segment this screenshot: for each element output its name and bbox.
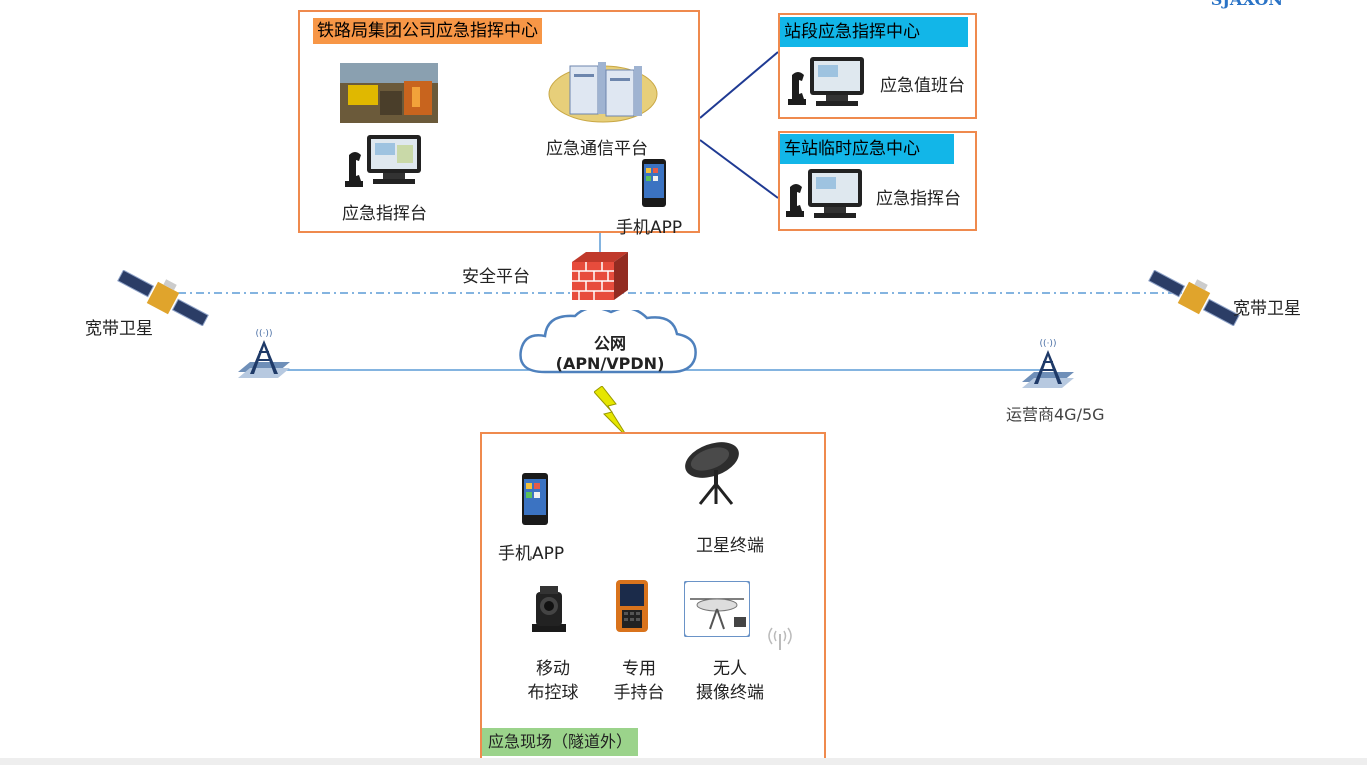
satellite-icon	[1148, 270, 1240, 326]
wireless-signal-icon	[768, 627, 792, 650]
drone-camera-icon	[684, 581, 750, 637]
station-temp-title: 车站临时应急中心	[780, 134, 954, 164]
mobile-phone-icon	[642, 159, 666, 207]
wireless-link-icon	[594, 386, 628, 438]
cell-tower-icon: ((·))	[1022, 339, 1074, 388]
svg-text:((·)): ((·))	[1040, 339, 1057, 349]
satellite-icon	[117, 270, 209, 326]
rescue-photo	[340, 63, 438, 123]
server-icon	[548, 62, 658, 123]
satellite-dish-icon	[685, 442, 739, 505]
cell-tower-icon: ((·))	[238, 329, 290, 378]
handheld-terminal-icon	[616, 580, 648, 632]
cloud-label-line1: 公网	[593, 334, 626, 353]
station-section-console-label: 应急值班台	[880, 76, 965, 96]
device-label: 无人 摄像终端	[680, 657, 780, 705]
satellite-right-label: 宽带卫星	[1233, 299, 1301, 319]
bureau-console-label: 应急指挥台	[342, 204, 427, 224]
console-terminal-icon	[786, 169, 862, 218]
security-platform-label: 安全平台	[462, 267, 530, 287]
brand-logo: SJAXON	[1211, 0, 1283, 9]
firewall-icon	[572, 252, 628, 300]
field-app-label: 手机APP	[498, 544, 565, 564]
sat-terminal-label: 卫星终端	[696, 536, 764, 556]
device-label: 移动 布控球	[518, 657, 588, 705]
ptz-camera-icon	[532, 586, 566, 632]
device-line2: 摄像终端	[696, 683, 764, 703]
device-line1: 专用	[622, 659, 656, 679]
cloud-label-line2: (APN/VPDN)	[555, 354, 665, 373]
platform-label: 应急通信平台	[546, 139, 648, 159]
bureau-title: 铁路局集团公司应急指挥中心	[313, 18, 542, 44]
operator-label: 运营商4G/5G	[1006, 405, 1105, 424]
field-title: 应急现场（隧道外）	[482, 728, 639, 756]
mobile-phone-icon	[522, 473, 548, 525]
device-line1: 移动	[536, 659, 570, 679]
device-line1: 无人	[713, 659, 747, 679]
station-section-title: 站段应急指挥中心	[780, 17, 968, 47]
device-line2: 手持台	[613, 683, 665, 703]
public-network-cloud	[519, 310, 697, 374]
device-label: 专用 手持台	[604, 657, 674, 705]
bottom-bar	[0, 758, 1367, 765]
console-terminal-icon	[788, 57, 864, 106]
console-terminal-icon	[345, 135, 421, 187]
svg-text:((·)): ((·))	[256, 329, 273, 339]
satellite-left-label: 宽带卫星	[85, 319, 153, 339]
device-line2: 布控球	[527, 683, 579, 703]
bureau-app-label: 手机APP	[616, 218, 683, 238]
station-temp-console-label: 应急指挥台	[876, 189, 961, 209]
